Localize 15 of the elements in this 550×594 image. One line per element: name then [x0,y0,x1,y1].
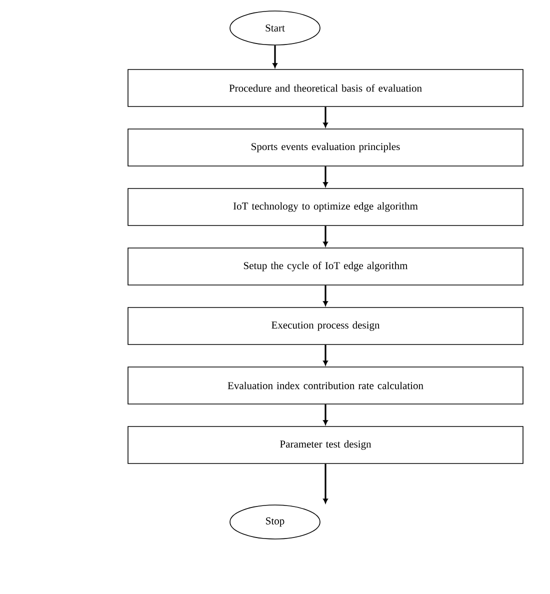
arrow [323,285,328,306]
process-box: Parameter test design [128,426,524,464]
process-box: Sports events evaluation principles [128,128,524,166]
arrow [323,344,328,366]
process-box: Setup the cycle of IoT edge algorithm [128,248,524,286]
arrow [323,166,328,187]
process-box: Procedure and theoretical basis of evaluation [128,69,524,107]
process-box: Evaluation index contribution rate calculation [128,366,524,404]
process-box: IoT technology to optimize edge algorithm [128,188,524,226]
arrow [323,106,328,128]
arrow [323,464,328,504]
arrow [323,226,328,246]
arrow [272,45,278,68]
process-box: Execution process design [128,307,524,345]
arrow [323,404,328,425]
